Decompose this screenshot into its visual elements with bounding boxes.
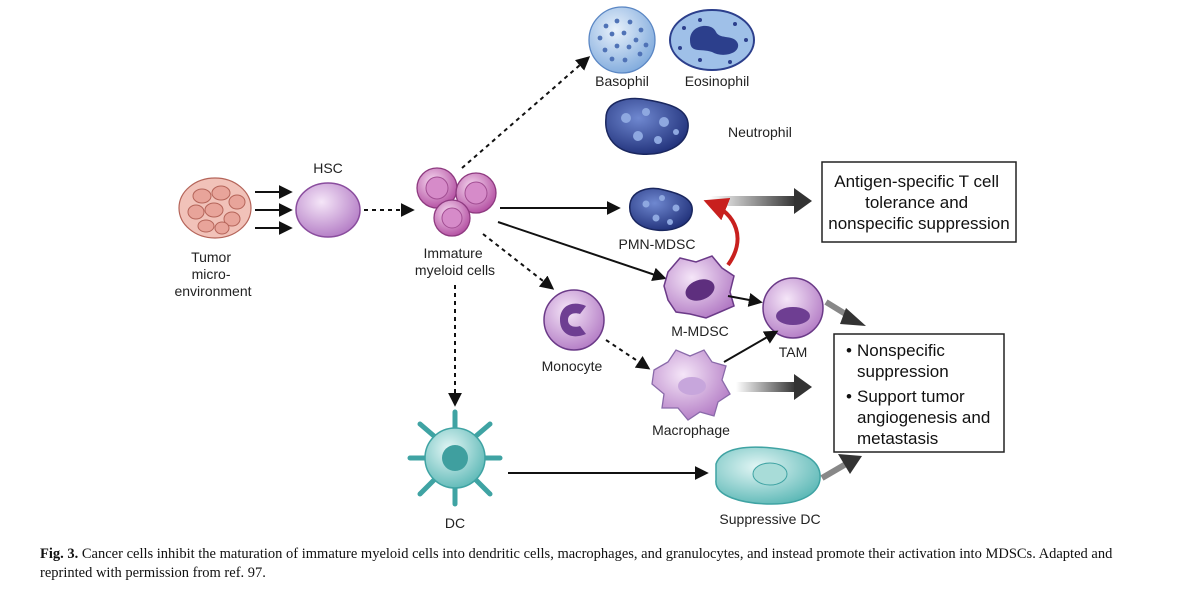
immature-to-m-mdsc-arrow [497,221,667,282]
antigen-tolerance-box [821,161,1017,243]
immature-myeloid-cells-icon [416,167,497,237]
neutrophil-label: Neutrophil [728,124,792,140]
macrophage-to-effects-arrow [736,374,812,400]
eosinophil-label: Eosinophil [685,73,750,89]
immature-label: Immature myeloid cells [415,245,495,278]
dc-cell-icon [407,409,503,507]
caption-text: Cancer cells inhibit the maturation of i… [40,546,1113,581]
m-mdsc-to-tam-arrow [727,293,763,307]
monocyte-to-macrophage-arrow [605,339,651,370]
monocyte-label: Monocyte [542,358,603,374]
basophil-cell-icon [588,6,656,74]
tumor-to-hsc-arrows [255,185,293,235]
pmn-mdsc-cell-icon [629,187,693,232]
caption-label: Fig. 3. [40,546,79,562]
effects-box-text: • Nonspecific suppression • Support tumo… [846,341,995,448]
m-mdsc-cell-icon [663,255,735,319]
neutrophil-cell-icon [605,97,689,155]
pmn-to-antigen-box-arrow [710,188,812,214]
m-mdsc-label: M-MDSC [671,323,729,339]
macrophage-cell-icon [651,349,731,421]
macrophage-label: Macrophage [652,422,730,438]
figure-caption: Fig. 3. Cancer cells inhibit the maturat… [40,545,1160,583]
suppressive-dc-cell-icon [715,446,821,505]
myeloid-differentiation-diagram: Tumor micro- environment HSC Immature my… [174,6,1017,531]
hsc-cell-icon [295,182,361,238]
tumor-cell-cluster-icon [178,177,252,239]
suppressive-dc-label: Suppressive DC [719,511,820,527]
suppressive-dc-to-effects-arrow [820,454,862,481]
tam-cell-icon [762,277,824,339]
dc-label: DC [445,515,465,531]
tumor-label: Tumor micro- environment [174,249,251,299]
eosinophil-cell-icon [669,9,755,71]
tam-label: TAM [779,344,808,360]
basophil-label: Basophil [595,73,649,89]
m-mdsc-to-pmn-red-arrow [703,198,740,267]
antigen-box-text: Antigen-specific T cell tolerance and no… [828,172,1009,233]
tam-to-effects-arrow [824,299,866,326]
immature-to-granulocytes-arrow [461,56,591,169]
immature-to-monocyte-arrow [482,233,555,290]
macrophage-to-tam-arrow [723,330,779,363]
hsc-label: HSC [313,160,343,176]
pmn-mdsc-label: PMN-MDSC [619,236,696,252]
effects-box [833,333,1005,453]
monocyte-cell-icon [543,289,605,351]
